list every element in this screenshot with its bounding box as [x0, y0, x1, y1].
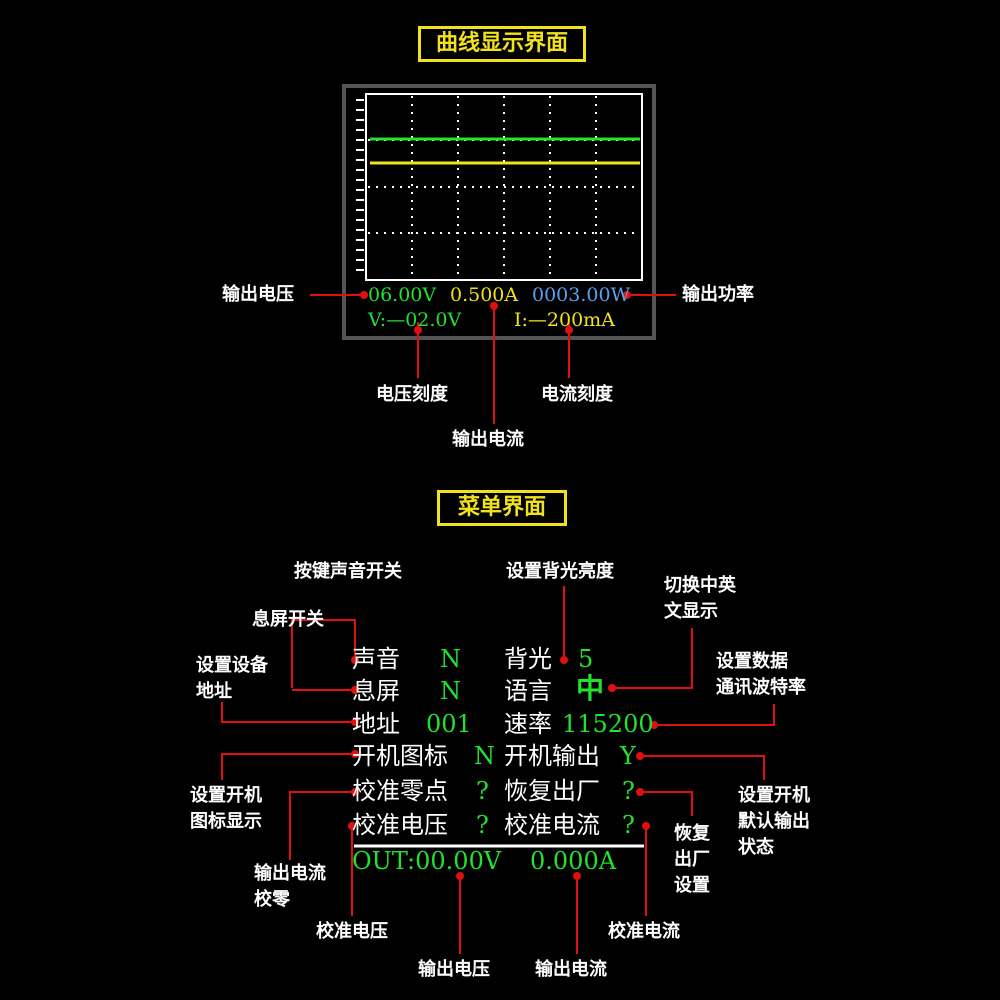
menu-baud-label[interactable]: 速率 — [504, 710, 552, 738]
callout-boot-icon-2: 图标显示 — [190, 811, 262, 832]
callout-cal-voltage: 校准电压 — [316, 921, 388, 942]
callout-backlight: 设置背光亮度 — [506, 561, 614, 582]
menu-cal-current-value[interactable]: ? — [622, 811, 635, 839]
callout-boot-output-1: 设置开机 — [738, 785, 810, 806]
current-readout: 0.500A — [450, 284, 519, 306]
callout-current-scale: 电流刻度 — [541, 384, 613, 405]
menu-boot-icon-value[interactable]: N — [474, 742, 495, 770]
menu-language-label[interactable]: 语言 — [504, 677, 552, 705]
curve-section-title: 曲线显示界面 — [418, 26, 586, 62]
callout-zero-2: 校零 — [254, 889, 290, 910]
callout-boot-icon-1: 设置开机 — [190, 785, 262, 806]
plot-grid — [368, 96, 640, 278]
menu-cal-zero-value[interactable]: ? — [476, 777, 489, 805]
menu-sleep-value[interactable]: N — [440, 677, 461, 705]
callout-out-current: 输出电流 — [535, 959, 607, 980]
plot-left-ticks — [356, 99, 364, 271]
callout-address-2: 地址 — [196, 681, 232, 702]
callout-baud-2: 通讯波特率 — [716, 677, 806, 698]
voltage-scale-readout: V:—02.0V — [368, 309, 462, 331]
callout-language-2: 文显示 — [664, 601, 718, 622]
menu-backlight-label[interactable]: 背光 — [504, 645, 552, 673]
voltage-readout: 06.00V — [368, 284, 437, 306]
callout-factory-3: 设置 — [674, 875, 710, 896]
menu-backlight-value[interactable]: 5 — [578, 645, 594, 673]
callout-voltage-scale: 电压刻度 — [376, 384, 448, 405]
menu-sound-value[interactable]: N — [440, 645, 461, 673]
callout-zero-1: 输出电流 — [254, 863, 326, 884]
callout-language-1: 切换中英 — [664, 575, 736, 596]
callout-address-1: 设置设备 — [196, 655, 268, 676]
menu-sleep-label[interactable]: 息屏 — [352, 677, 400, 705]
menu-cal-current-label[interactable]: 校准电流 — [504, 811, 600, 839]
menu-boot-output-value[interactable]: Y — [620, 742, 636, 770]
menu-address-label[interactable]: 地址 — [352, 710, 400, 738]
callout-output-current: 输出电流 — [452, 429, 524, 450]
callout-key-sound: 按键声音开关 — [294, 561, 402, 582]
callout-sleep: 息屏开关 — [252, 609, 324, 630]
menu-baud-value[interactable]: 115200 — [562, 710, 654, 738]
callout-factory-1: 恢复 — [674, 823, 710, 844]
callout-out-voltage: 输出电压 — [418, 959, 490, 980]
power-readout: 0003.00W — [532, 284, 631, 306]
callout-boot-output-2: 默认输出 — [738, 811, 810, 832]
menu-cal-voltage-value[interactable]: ? — [476, 811, 489, 839]
menu-out-voltage: OUT:00.00V — [352, 847, 502, 875]
menu-factory-label[interactable]: 恢复出厂 — [504, 777, 600, 805]
callout-output-voltage: 输出电压 — [222, 284, 294, 305]
menu-sound-label[interactable]: 声音 — [352, 645, 400, 673]
menu-section-title: 菜单界面 — [437, 490, 567, 526]
menu-cal-zero-label[interactable]: 校准零点 — [352, 777, 448, 805]
menu-cal-voltage-label[interactable]: 校准电压 — [352, 811, 448, 839]
callout-boot-output-3: 状态 — [738, 837, 774, 858]
callout-output-power: 输出功率 — [682, 284, 754, 305]
menu-address-value[interactable]: 001 — [426, 710, 472, 738]
menu-factory-value[interactable]: ? — [622, 777, 635, 805]
curve-screen — [342, 84, 656, 340]
callout-factory-2: 出厂 — [674, 849, 710, 870]
menu-out-current: 0.000A — [530, 847, 617, 875]
plot-frame — [365, 93, 643, 281]
menu-boot-output-label[interactable]: 开机输出 — [504, 742, 600, 770]
callout-cal-current: 校准电流 — [608, 921, 680, 942]
menu-boot-icon-label[interactable]: 开机图标 — [352, 742, 448, 770]
current-scale-readout: I:—200mA — [514, 309, 615, 331]
menu-language-value[interactable]: 中 — [576, 672, 605, 705]
callout-baud-1: 设置数据 — [716, 651, 788, 672]
